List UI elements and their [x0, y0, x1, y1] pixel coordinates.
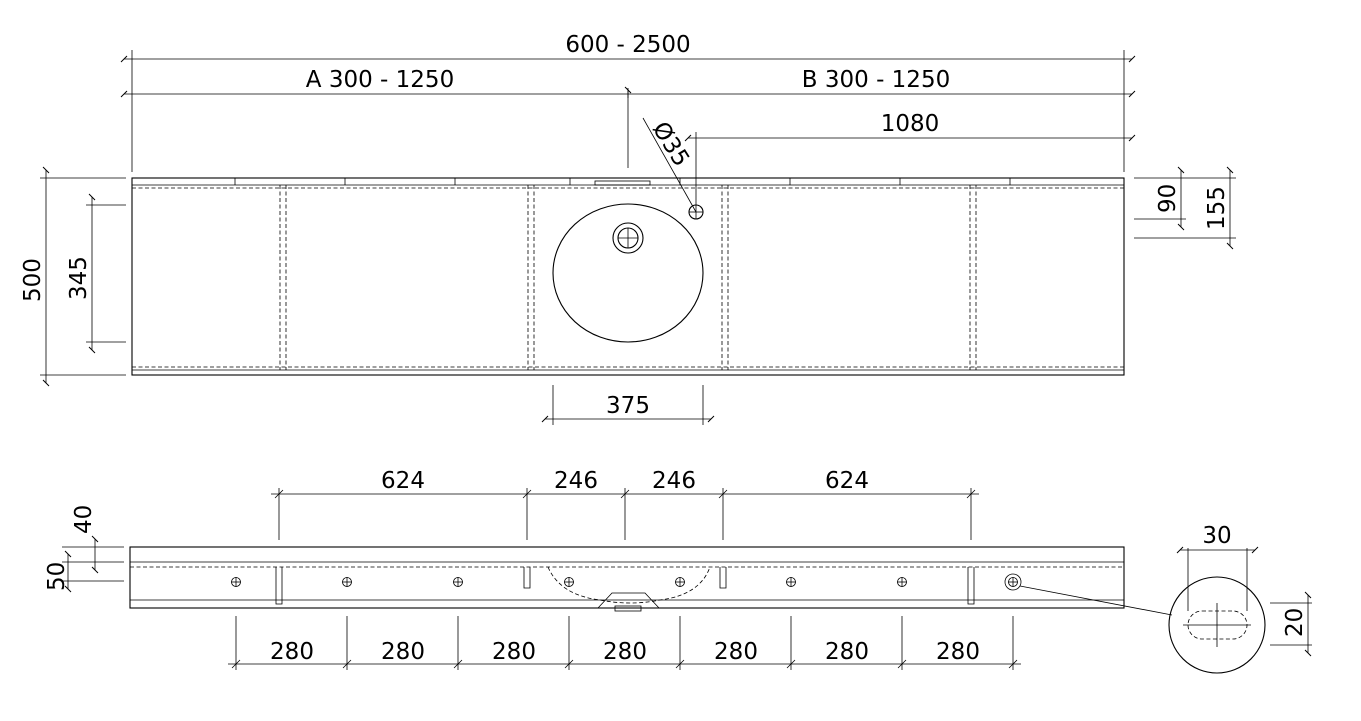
fixing-hole-icon — [453, 577, 463, 587]
support-ribs — [279, 185, 977, 370]
fixing-hole-icon — [786, 577, 796, 587]
drain-icon — [612, 222, 644, 254]
dim-bowl-diameter: 375 — [541, 385, 715, 425]
front-profile-outline — [129, 546, 1125, 609]
detail-view: 30 20 — [1019, 523, 1312, 674]
hole-offset-label: 1080 — [881, 111, 940, 137]
spacing-outer-left-label: 624 — [381, 468, 425, 494]
dim-hole-spacings: 280 280 280 280 280 280 280 — [228, 616, 1021, 670]
hole-spacing-label: 280 — [714, 639, 758, 665]
dim-hole-offset: 1080 — [684, 111, 1136, 205]
hole-diameter-label: Ø35 — [647, 117, 694, 171]
bowl-diameter-label: 375 — [606, 393, 650, 419]
dim-overall-width: 600 - 2500 — [120, 32, 1136, 172]
fixing-hole-icon — [675, 577, 685, 587]
dim-50-label: 50 — [44, 562, 70, 591]
hole-spacing-label: 280 — [270, 639, 314, 665]
hole-spacing-label: 280 — [825, 639, 869, 665]
front-rib-notches — [275, 567, 975, 605]
fixing-hole-icon — [342, 577, 352, 587]
dim-profile-heights: 40 50 — [44, 505, 124, 593]
fixing-hole-icon — [1004, 573, 1022, 591]
detail-circle — [1168, 576, 1266, 674]
section-a-label: A 300 - 1250 — [306, 67, 454, 93]
slot-length-label: 30 — [1202, 523, 1231, 549]
dim-right-side: 90 155 — [1134, 166, 1236, 250]
fixing-hole-icon — [231, 577, 241, 587]
fixing-holes — [231, 573, 1022, 591]
dim-90-label: 90 — [1155, 184, 1181, 213]
hole-spacing-label: 280 — [936, 639, 980, 665]
dim-sections: A 300 - 1250 B 300 - 1250 — [120, 67, 1136, 168]
dim-155-label: 155 — [1204, 186, 1230, 230]
dim-rib-spacings: 624 246 246 624 — [271, 468, 979, 540]
overall-width-label: 600 - 2500 — [565, 32, 690, 58]
top-view: 600 - 2500 A 300 - 1250 B 300 - 1250 108… — [20, 32, 1236, 425]
depth-label: 500 — [20, 258, 46, 302]
dim-hole-diameter: Ø35 — [642, 117, 697, 213]
fixing-hole-icon — [564, 577, 574, 587]
hole-spacing-label: 280 — [381, 639, 425, 665]
dim-left-side: 500 345 — [20, 166, 126, 387]
section-b-label: B 300 - 1250 — [802, 67, 950, 93]
spacing-inner-right-label: 246 — [652, 468, 696, 494]
inner-depth-label: 345 — [66, 256, 92, 300]
front-view: 624 246 246 624 40 50 — [44, 468, 1125, 670]
spacing-inner-left-label: 246 — [554, 468, 598, 494]
sink-bowl — [552, 203, 704, 343]
spacing-outer-right-label: 624 — [825, 468, 869, 494]
hole-spacing-label: 280 — [603, 639, 647, 665]
countertop-outline — [131, 177, 1125, 376]
slot-width-label: 20 — [1282, 608, 1308, 637]
dim-40-label: 40 — [71, 505, 97, 534]
fixing-hole-icon — [897, 577, 907, 587]
hole-spacing-label: 280 — [492, 639, 536, 665]
